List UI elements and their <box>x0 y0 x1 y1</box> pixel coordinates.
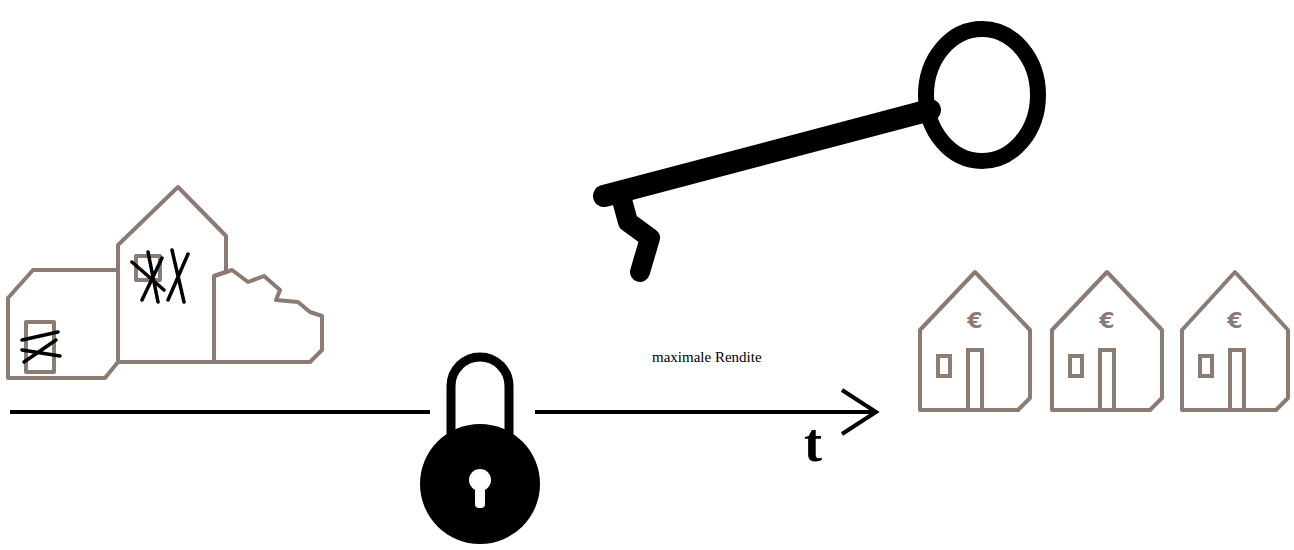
house-window <box>1070 356 1082 376</box>
house-outline <box>1050 270 1164 412</box>
house-door <box>1230 350 1244 410</box>
ruined-building <box>8 187 322 378</box>
house-window <box>938 356 950 376</box>
key-shaft <box>604 110 930 196</box>
timeline-segment <box>10 410 430 414</box>
house-node: € <box>1180 270 1290 412</box>
house-wall <box>920 272 1030 410</box>
padlock <box>420 357 540 544</box>
ruin-left-wing <box>8 270 118 378</box>
house-wall <box>1052 272 1162 410</box>
axis-label: t <box>804 416 822 470</box>
timeline-arrowhead <box>842 390 876 434</box>
house-node: € <box>918 270 1032 412</box>
house-window <box>1200 356 1212 376</box>
house-node: € <box>1050 270 1164 412</box>
boarding-marks <box>22 250 188 362</box>
house-door <box>1100 350 1114 410</box>
currency-symbol: € <box>918 308 1032 333</box>
key <box>604 29 1038 272</box>
arrow-label: maximale Rendite <box>652 350 762 365</box>
key-ring <box>926 29 1038 161</box>
padlock-body <box>420 424 540 544</box>
ruin-door <box>26 322 54 372</box>
door-boards <box>22 332 60 362</box>
ruin-right-wing <box>214 270 322 362</box>
key-bit <box>622 200 650 272</box>
ruin-tower <box>118 187 226 362</box>
house-outline <box>1180 270 1290 412</box>
currency-symbol: € <box>1050 308 1164 333</box>
currency-symbol: € <box>1180 308 1290 333</box>
padlock-keyhole <box>475 482 485 508</box>
window-boards <box>132 250 188 302</box>
timeline-segment <box>535 410 874 414</box>
timeline <box>10 390 876 434</box>
house-wall <box>1182 272 1288 410</box>
house-outline <box>918 270 1032 412</box>
house-door <box>968 350 982 410</box>
